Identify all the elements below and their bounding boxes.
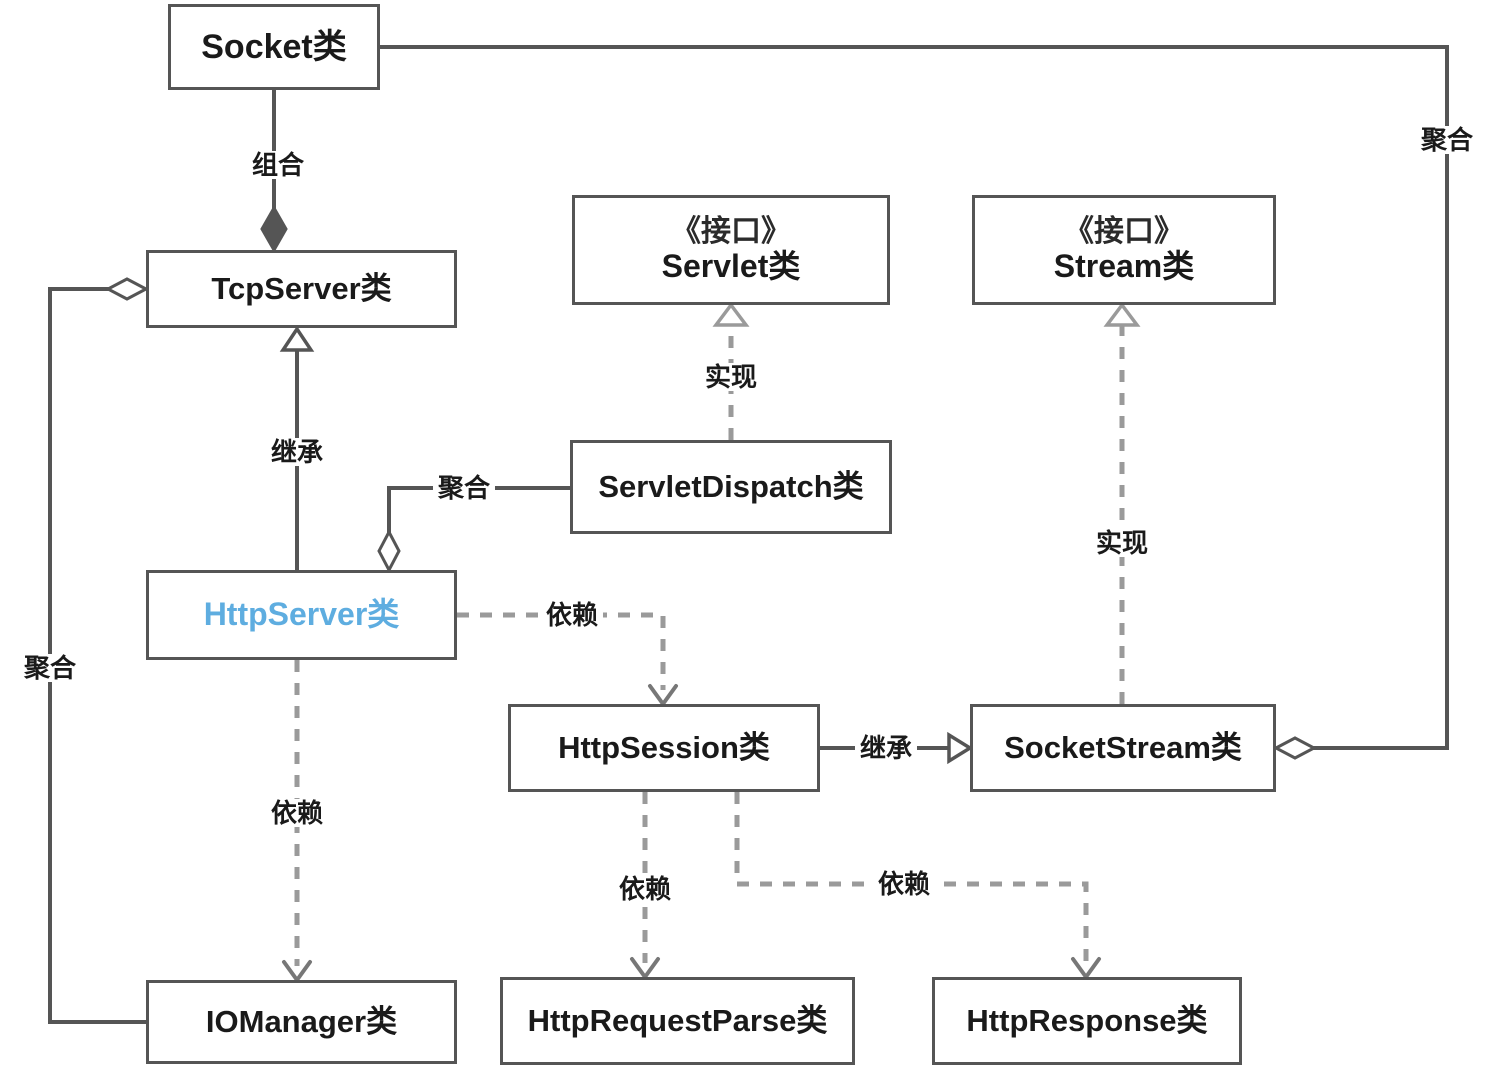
class-node-title: Servlet类 [661, 247, 801, 284]
edge-label-realization-socketstream-stream: 实现 [1090, 529, 1154, 557]
edge-servletdispatch-servlet [712, 302, 750, 440]
edge-label-dependency-httpsession-httprequestparse: 依赖 [613, 875, 677, 903]
class-node-stream[interactable]: 《接口》 Stream类 [972, 195, 1276, 305]
class-node-httpresponse[interactable]: HttpResponse类 [932, 977, 1242, 1065]
class-node-title: Stream类 [1053, 247, 1195, 284]
edge-label-aggregation-iomanager-tcpserver: 聚合 [18, 654, 82, 682]
class-node-stereotype: 《接口》 [671, 215, 791, 249]
class-node-servlet[interactable]: 《接口》 Servlet类 [572, 195, 890, 305]
class-node-socketstream[interactable]: SocketStream类 [970, 704, 1276, 792]
class-node-httpsession[interactable]: HttpSession类 [508, 704, 820, 792]
class-node-title: HttpResponse类 [966, 1002, 1208, 1038]
edge-socket-socketstream [380, 45, 1449, 760]
class-node-tcpserver[interactable]: TcpServer类 [146, 250, 457, 328]
edge-label-dependency-httpserver-iomanager: 依赖 [265, 799, 329, 827]
class-node-title: TcpServer类 [211, 270, 392, 306]
edge-servletdispatch-httpserver [377, 486, 570, 574]
edge-socketstream-stream [1103, 302, 1141, 704]
class-node-title: HttpServer类 [203, 596, 400, 633]
class-node-title: Socket类 [201, 27, 347, 66]
class-node-title: HttpRequestParse类 [527, 1002, 828, 1038]
edge-label-realization-servletdispatch-servlet: 实现 [699, 363, 763, 391]
class-node-socket[interactable]: Socket类 [168, 4, 380, 90]
class-node-title: IOManager类 [205, 1003, 398, 1039]
class-node-iomanager[interactable]: IOManager类 [146, 980, 457, 1064]
class-node-title: HttpSession类 [558, 729, 770, 765]
class-node-title: ServletDispatch类 [598, 468, 864, 504]
edge-label-dependency-httpserver-httpsession: 依赖 [540, 601, 604, 629]
class-node-title: SocketStream类 [1004, 729, 1242, 765]
edge-label-dependency-httpsession-httpresponse: 依赖 [872, 870, 936, 898]
class-node-servletdispatch[interactable]: ServletDispatch类 [570, 440, 892, 534]
edge-label-composition-socket-tcpserver: 组合 [246, 151, 310, 179]
edge-label-inheritance-httpsession-socketstream: 继承 [854, 734, 918, 762]
edge-label-aggregation-servletdispatch-httpserver: 聚合 [432, 474, 496, 502]
edge-label-inheritance-httpserver-tcpserver: 继承 [265, 438, 329, 466]
class-node-stereotype: 《接口》 [1064, 215, 1184, 249]
class-node-httpserver[interactable]: HttpServer类 [146, 570, 457, 660]
class-node-httprequestparse[interactable]: HttpRequestParse类 [500, 977, 855, 1065]
edge-iomanager-tcpserver [48, 277, 150, 1024]
edge-label-aggregation-socket-socketstream: 聚合 [1415, 126, 1479, 154]
